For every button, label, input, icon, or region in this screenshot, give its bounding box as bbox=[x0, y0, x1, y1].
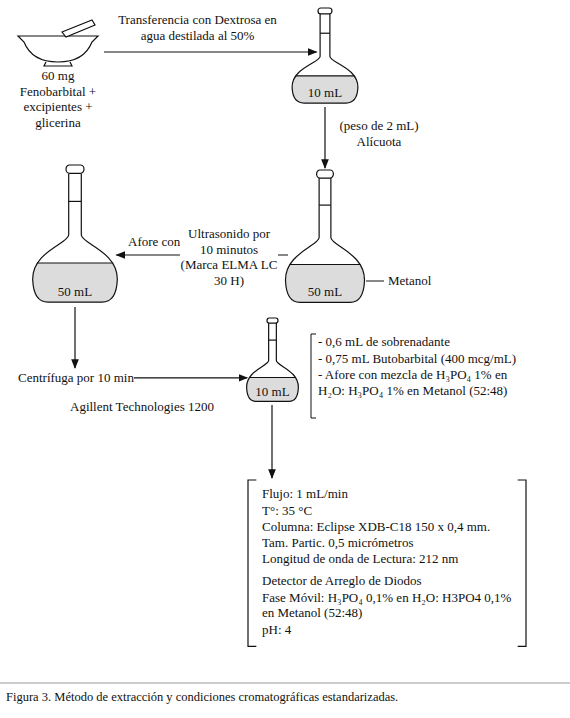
conditions-bracket: Flujo: 1 mL/minT°: 35 °CColumna: Eclipse… bbox=[248, 480, 526, 646]
volumetric-flask: 50 mL bbox=[30, 165, 120, 305]
stopper bbox=[267, 318, 278, 323]
volume-label: 10 mL bbox=[308, 85, 342, 101]
volume-label: 50 mL bbox=[308, 284, 342, 300]
flask-liquid bbox=[247, 378, 299, 402]
flask-liquid bbox=[286, 265, 365, 303]
mortar-base bbox=[44, 62, 72, 66]
flow-arrow bbox=[271, 405, 272, 478]
node-text: pH: 4 bbox=[262, 622, 512, 638]
mortar: 60 mg Fenobarbital + excipientes + glice… bbox=[12, 18, 104, 130]
volumetric-flask: 10 mL bbox=[290, 8, 360, 105]
step-item: - 0,75 mL Butobarbital (400 mcg/mL) bbox=[318, 351, 533, 367]
flask-body bbox=[247, 323, 299, 401]
flow-arrow bbox=[134, 377, 247, 378]
liquid-level bbox=[249, 377, 295, 378]
volumetric-flask: 50 mL bbox=[283, 170, 367, 305]
caption-rule bbox=[0, 683, 570, 684]
instrument-label: Agillent Technologies 1200 bbox=[70, 399, 214, 415]
flask-body bbox=[33, 173, 118, 302]
step-item: - 0,6 mL de sobrenadante bbox=[318, 334, 533, 350]
node-text: Detector de Arreglo de Diodos bbox=[262, 573, 512, 589]
graduation-mark bbox=[269, 340, 277, 341]
node-text: 60 mg Fenobarbital + excipientes + glice… bbox=[12, 68, 104, 130]
stopper bbox=[317, 170, 334, 178]
bracket-lines bbox=[248, 480, 526, 646]
liquid-level bbox=[296, 75, 355, 76]
graduation-mark bbox=[69, 201, 82, 202]
step-item: - Afore con mezcla de H₃PO₄ 1% en H₂O: H… bbox=[318, 367, 533, 398]
bracket bbox=[311, 334, 316, 418]
leader-line bbox=[366, 281, 384, 282]
liquid-level bbox=[290, 264, 361, 265]
pestle bbox=[62, 20, 95, 37]
node-text: Flujo: 1 mL/min bbox=[262, 486, 512, 502]
flask-outline bbox=[30, 165, 120, 305]
stopper bbox=[318, 8, 332, 14]
flow-arrow bbox=[324, 107, 325, 168]
node-text: Fase Móvil: H₃PO₄ 0,1% en H₂O: H3PO4 0,1… bbox=[262, 590, 512, 621]
process-step: Centrífuga por 10 min bbox=[18, 370, 134, 386]
volume-label: 50 mL bbox=[58, 284, 92, 300]
flask-body bbox=[292, 14, 358, 103]
flask-body bbox=[286, 178, 365, 302]
flow-arrow bbox=[74, 307, 75, 368]
graduation-mark bbox=[319, 205, 331, 206]
node-text: T°: 35 °C bbox=[262, 503, 512, 519]
mortar-picture bbox=[12, 18, 104, 68]
flask-liquid bbox=[33, 263, 118, 302]
volume-label: 10 mL bbox=[255, 384, 289, 400]
flow-arrow bbox=[104, 51, 317, 52]
mortar-bowl bbox=[18, 36, 98, 62]
graduation-mark bbox=[320, 33, 330, 34]
flask-liquid bbox=[292, 76, 358, 103]
edge-label: Transferencia con Dextrosa en agua desti… bbox=[110, 12, 285, 43]
caption: Figura 3. Método de extracción y condici… bbox=[6, 690, 564, 705]
edge-label: (peso de 2 mL) Alícuota bbox=[333, 118, 425, 149]
edge-label: Ultrasonido por 10 minutos (Marca ELMA L… bbox=[180, 226, 278, 288]
liquid-level bbox=[37, 262, 113, 263]
callout-label: Metanol bbox=[388, 273, 431, 289]
node-text: Longitud de onda de Lectura: 212 nm bbox=[262, 551, 512, 567]
stopper bbox=[66, 165, 84, 173]
node-text: Centrífuga por 10 min bbox=[18, 370, 134, 386]
volumetric-flask: 10 mL bbox=[245, 318, 300, 403]
node-text: Columna: Eclipse XDB-C18 150 x 0,4 mm. T… bbox=[262, 519, 512, 550]
